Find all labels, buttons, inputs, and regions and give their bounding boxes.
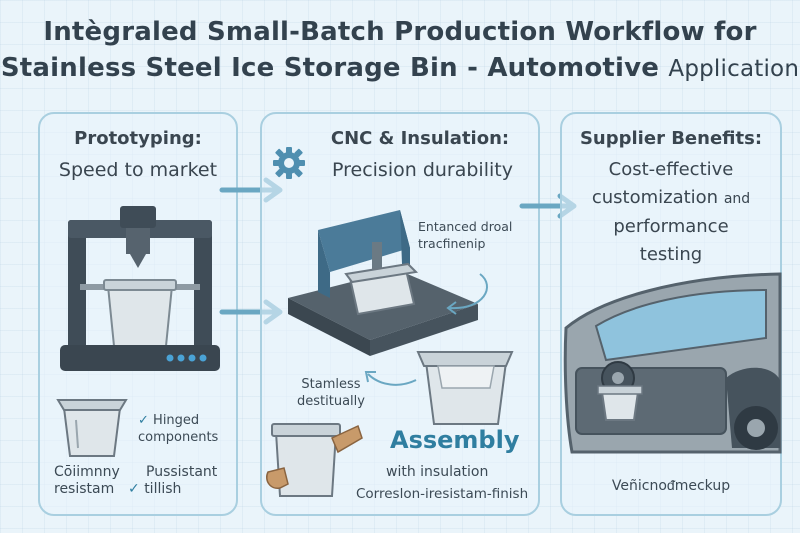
- title-line-2-tail: Application: [668, 56, 800, 82]
- cnc-heading: CNC & Insulation:: [330, 128, 510, 149]
- benefit-line-2-text: customization: [591, 187, 719, 208]
- corrosion-label-a: Cōiimnny: [54, 464, 120, 480]
- stainless-note: Stamless destitually: [276, 376, 386, 410]
- prototyping-subtitle: Speed to market: [58, 159, 218, 181]
- small-bin-icon: [56, 399, 128, 457]
- finish-note: Pussistant ✓ tillish: [128, 464, 232, 498]
- check-icon-2: ✓: [128, 481, 140, 497]
- components-label: components: [138, 430, 219, 445]
- hinged-note: ✓ Hinged components: [138, 412, 238, 446]
- 3d-printer-icon: [60, 206, 220, 371]
- gear-icon: [273, 147, 305, 179]
- check-icon: ✓: [138, 413, 149, 428]
- stainless-bin-icon: [416, 351, 514, 425]
- enhanced-label-a: Entanced droal: [418, 219, 513, 234]
- benefits-subtitle: Cost-effective customization and perform…: [560, 156, 782, 269]
- finish-label-b: tillish: [144, 481, 182, 497]
- assembly-bin-icon: [266, 423, 363, 497]
- car-icon: [563, 272, 782, 454]
- vehicle-mockup-label: Veñicnoᵭmeckup: [611, 478, 731, 494]
- title-line-2: Stainless Steel Ice Storage Bin - Automo…: [0, 50, 800, 87]
- benefit-line-1: Cost-effective: [608, 159, 734, 180]
- corrosion-label-b: resistam: [54, 481, 115, 497]
- stainless-label-a: Stamless: [301, 377, 361, 392]
- hinged-label: Hinged: [153, 413, 200, 428]
- benefits-heading: Supplier Benefits:: [579, 128, 763, 149]
- benefit-line-4: testing: [639, 244, 703, 265]
- benefit-line-2: customization and: [560, 184, 782, 213]
- title-line-2-main: Stainless Steel Ice Storage Bin - Automo…: [0, 53, 660, 83]
- finish-label-a: Pussistant: [146, 464, 218, 480]
- benefit-line-3: performance: [613, 216, 729, 237]
- title-line-1: Intègraled Small-Batch Production Workfl…: [43, 17, 757, 47]
- cnc-subtitle: Precision durability: [332, 159, 513, 181]
- enhanced-label-b: tracfinenip: [418, 236, 486, 251]
- assembly-label: Assembly: [390, 426, 520, 454]
- curve-pointer-icon-2: [364, 371, 417, 386]
- benefit-and: and: [723, 191, 751, 207]
- insulation-note: with insulation: [386, 464, 489, 480]
- curve-pointer-icon: [446, 273, 488, 315]
- enhanced-note: Entanced droal tracfinenip: [418, 218, 536, 252]
- prototyping-heading: Prototyping:: [74, 128, 202, 149]
- corrosion-note: Cōiimnny resistam: [54, 464, 134, 498]
- stainless-label-b: destitually: [297, 394, 365, 409]
- finish-note-2: Correslon-iresistam-finish: [356, 486, 529, 502]
- page-title: Intègraled Small-Batch Production Workfl…: [0, 14, 800, 87]
- cnc-machine-icon: [288, 210, 478, 356]
